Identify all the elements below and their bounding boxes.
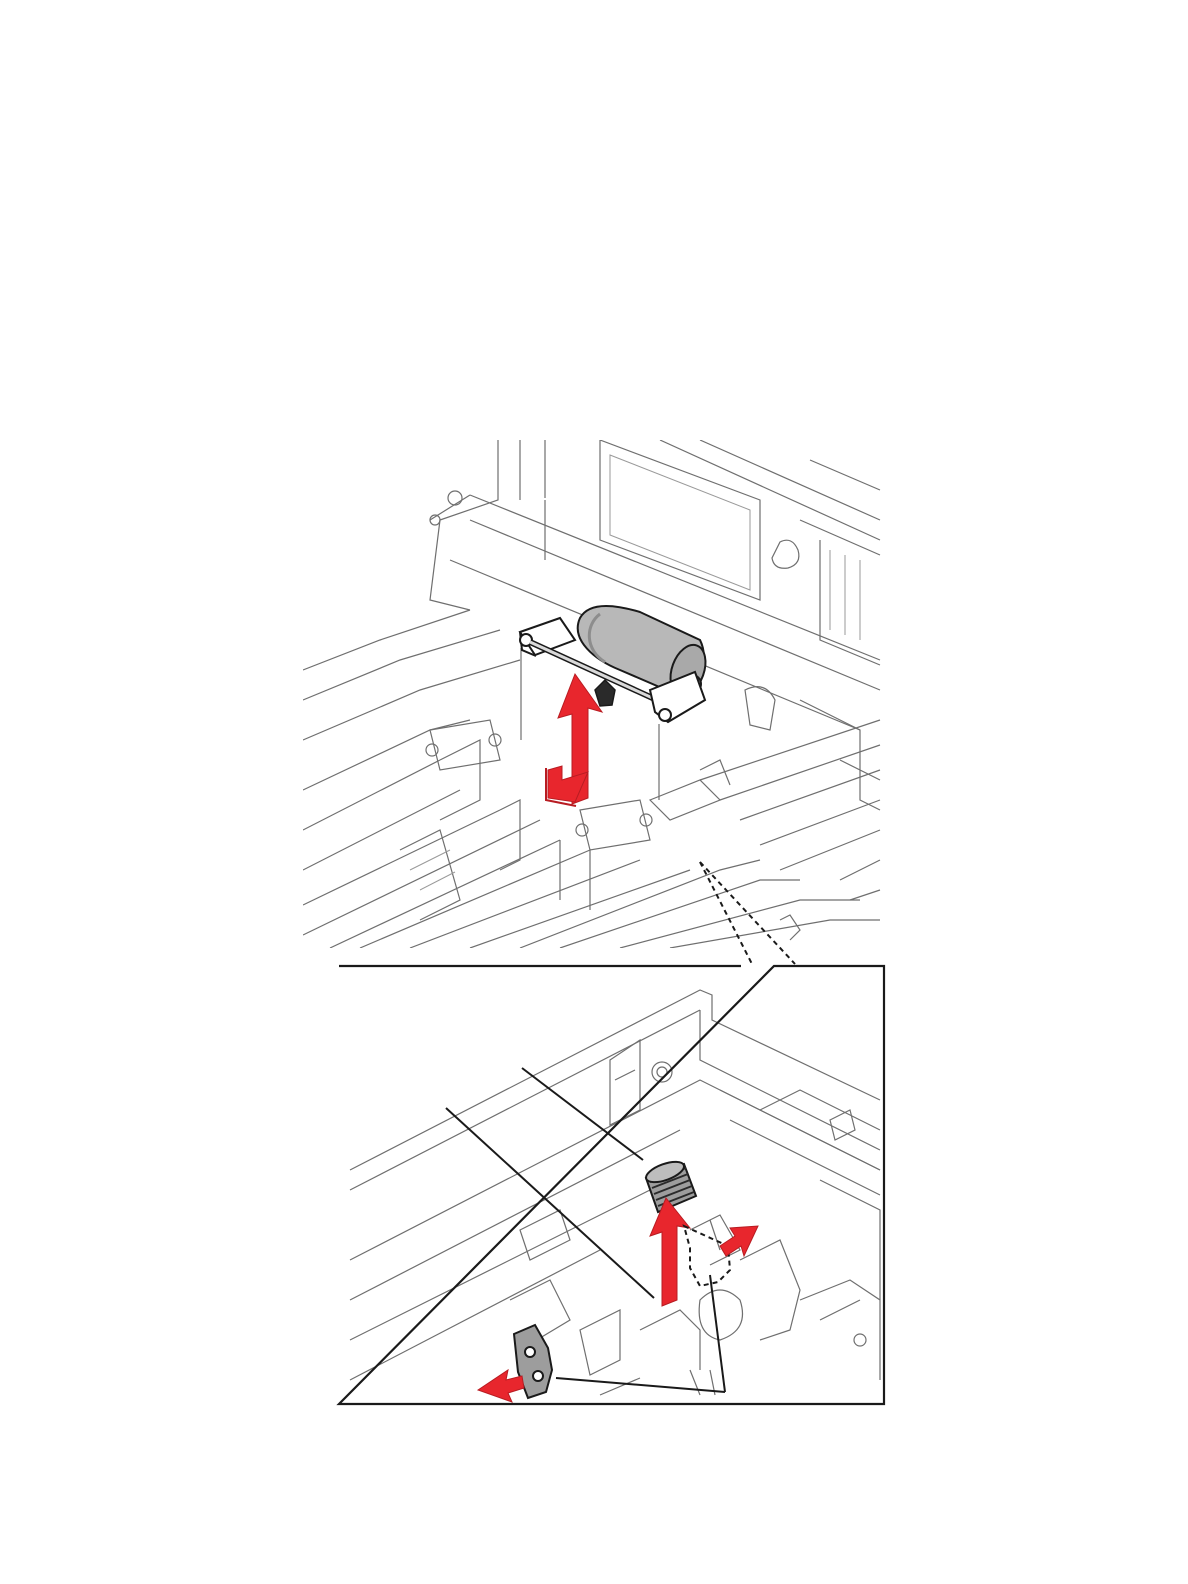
printer-frame [303, 440, 880, 948]
latch-outline [684, 1226, 730, 1286]
bracket-left-arrow [478, 1370, 524, 1402]
callout-lines [700, 862, 795, 964]
rail-frame [350, 990, 880, 1395]
detail-view [339, 966, 884, 1404]
top-view [303, 440, 880, 964]
leader-line [556, 1378, 725, 1392]
roller-assembly [520, 606, 712, 722]
up-down-arrow [546, 674, 602, 806]
detail-frame [339, 966, 884, 1404]
leader-line [710, 1275, 725, 1392]
leader-line [522, 1068, 643, 1160]
spring-up-arrow [650, 1198, 690, 1306]
latch-arrow [720, 1226, 758, 1256]
